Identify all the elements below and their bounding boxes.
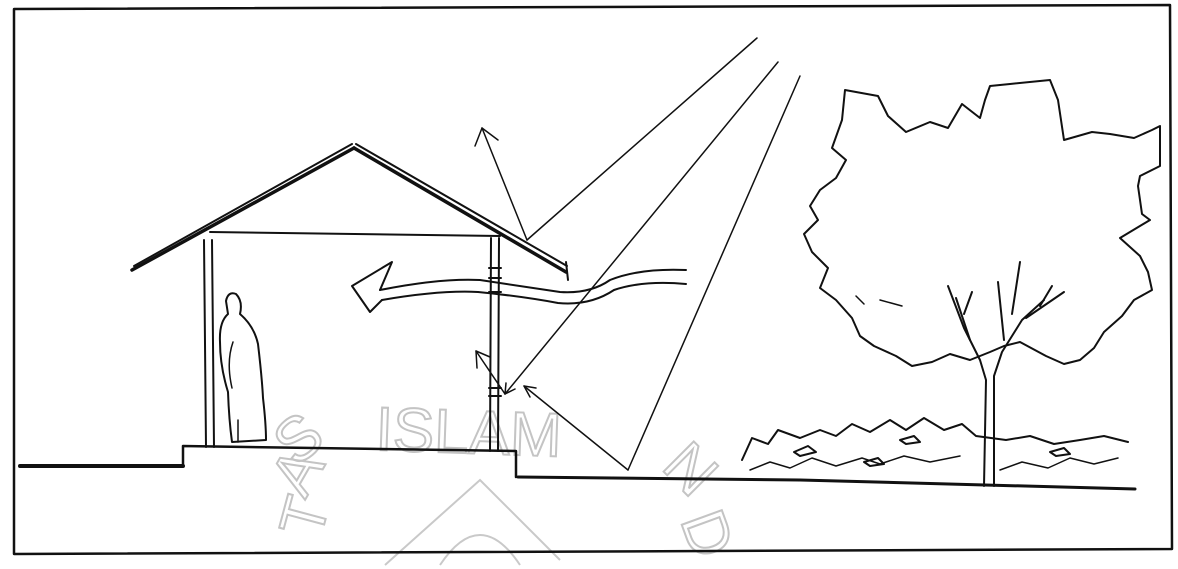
watermark-dome: [440, 535, 520, 565]
tree-canopy: [804, 80, 1160, 366]
watermark-letter-n: N: [650, 429, 730, 509]
university-seal-watermark: ISLAM A S T N D: [257, 395, 747, 567]
tree-trunk: [948, 262, 1064, 486]
wind-flow-arrow: [352, 262, 686, 312]
ground-line: [20, 466, 1135, 489]
pitched-roof: [132, 144, 568, 280]
drawing-frame: [14, 5, 1172, 554]
watermark-letter-d: D: [667, 501, 747, 567]
shrubs: [742, 418, 1128, 470]
reflection-arrows: [475, 128, 536, 397]
watermark-text: ISLAM: [375, 395, 563, 470]
watermark-letter-t: T: [267, 489, 343, 543]
human-figure: [220, 293, 266, 442]
